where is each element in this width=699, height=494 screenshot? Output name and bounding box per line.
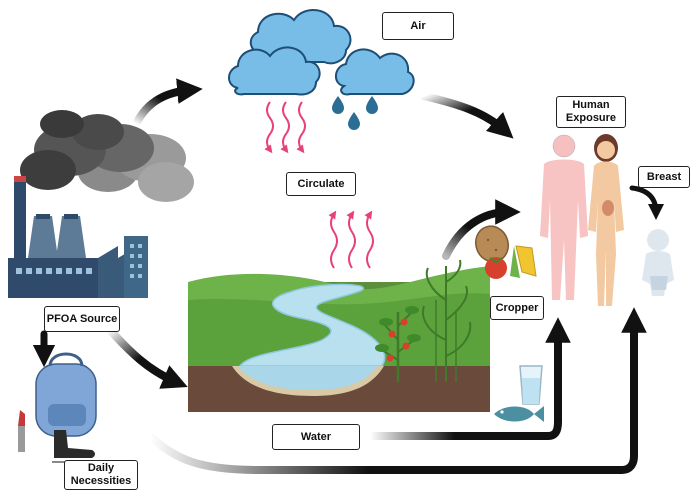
arrow-breast-to-baby [629,185,664,220]
air-label-text: Air [410,19,426,32]
arrow-air-to-human [420,92,514,139]
wavy-arrows-up [328,210,374,269]
water-label-text: Water [300,430,332,443]
arrow-source-to-water [106,326,188,389]
fish-icon [494,406,544,422]
glass-of-water-icon [519,365,543,405]
air-label: Air [382,12,454,40]
arrow-daily-to-human [146,307,647,474]
circulate-label: Circulate [286,172,356,196]
food-icon [475,225,537,279]
raindrop-icon [332,96,378,130]
corn-plant-icon [422,259,472,382]
daily-necessities-label: Daily Necessities [64,460,138,490]
cloud-icon [228,8,415,96]
arrow-crops-to-human [442,199,521,260]
breast-label: Breast [638,166,690,188]
pfoa-source-label: PFOA Source [44,306,120,332]
breast-label-text: Breast [646,170,682,183]
circulate-label-text: Circulate [297,177,345,190]
daily-necessities-line2: Necessities [70,475,132,487]
flow-arrows [32,78,664,474]
arrow-water-to-human [366,317,571,440]
factory-icon [8,176,148,298]
pfoa-source-label-text: PFOA Source [46,312,118,325]
tomato-plant-icon [375,306,421,382]
smoke-icon [20,110,194,202]
human-exposure-line1: Human [572,99,610,111]
cropper-label: Cropper [490,296,544,320]
arrow-source-to-air [132,78,203,128]
lipstick-icon [18,410,25,452]
backpack-icon [35,352,97,437]
human-exposure-label: Human Exposure [556,96,626,128]
daily-necessities-line1: Daily [87,462,115,474]
human-figures-icon [540,134,674,306]
human-exposure-line2: Exposure [565,112,617,124]
wavy-arrows-down [264,101,306,154]
landscape-illustration [188,259,490,412]
cropper-label-text: Cropper [495,301,539,314]
water-label: Water [272,424,360,450]
